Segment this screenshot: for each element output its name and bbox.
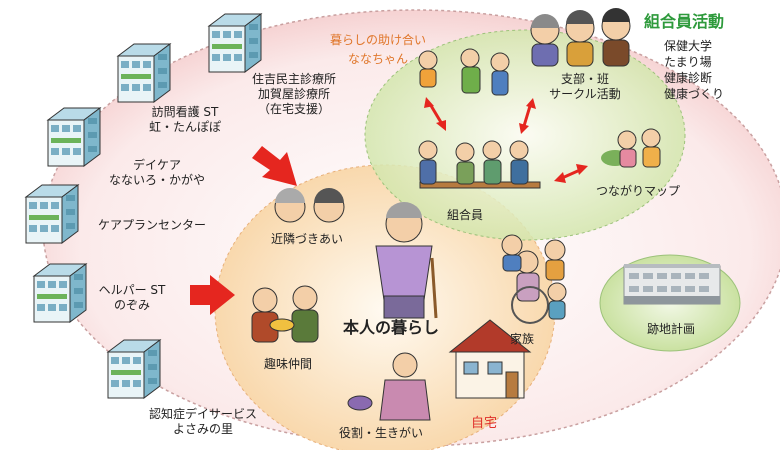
building-careplan-icon: [25, 184, 79, 244]
sumiyoshi-line3: （在宅支援）: [257, 102, 330, 116]
houmon-label: 訪問看護 ST 虹・たんぽぽ: [130, 105, 240, 135]
building-daycare-icon: [47, 107, 101, 167]
houmon-line2: 虹・たんぽぽ: [148, 120, 221, 134]
helpers-line1: 暮らしの助け合い: [329, 33, 426, 47]
double-arrow-helpers-icon: [424, 97, 446, 131]
building-ninchisho-icon: [107, 339, 161, 399]
kumiai-item-2: たまり場: [664, 55, 712, 69]
nanachan-helpers-illustration: [418, 48, 510, 96]
kumiai-item-1: 保健大学: [664, 39, 713, 53]
building-helper-icon: [33, 263, 87, 323]
building-sumiyoshi-icon: [208, 13, 262, 73]
daycare-line2: なないろ・かがや: [108, 173, 205, 187]
sumiyoshi-line1: 住吉民主診療所: [251, 72, 336, 86]
careplan-label: ケアプランセンター: [98, 218, 207, 232]
double-arrow-shibu-icon: [519, 98, 536, 134]
shibu-line1: 支部・班: [560, 72, 609, 86]
kumiai-item-4: 健康づくり: [664, 87, 725, 101]
helpers-label: 暮らしの助け合い ななちゃん: [318, 33, 438, 67]
hobby-friends-illustration: [251, 285, 319, 343]
shumi-label: 趣味仲間: [264, 357, 313, 371]
kumiai-leaders-illustration: [530, 8, 631, 67]
double-arrow-tsunagari-icon: [554, 164, 588, 183]
ninchisho-label: 認知症デイサービス よさみの里: [138, 407, 268, 437]
kumiai-title: 組合員活動: [644, 12, 725, 31]
kazoku-label: 家族: [510, 332, 535, 346]
member-label: 組合員: [447, 208, 484, 222]
houmon-line1: 訪問看護 ST: [151, 105, 219, 119]
shibu-line2: サークル活動: [549, 87, 621, 101]
daycare-label: デイケア なないろ・かがや: [102, 158, 212, 188]
knitting-person-illustration: [347, 352, 431, 421]
jitaku-label: 自宅: [471, 416, 498, 431]
helper-label: ヘルパー ST のぞみ: [92, 283, 172, 313]
yakuwari-label: 役割・生きがい: [339, 426, 424, 440]
protagonist-illustration: [375, 202, 438, 319]
helpers-line2: ななちゃん: [347, 52, 408, 66]
tsunagari-map-illustration: [601, 128, 661, 168]
center-label: 本人の暮らし: [343, 318, 440, 337]
kumiai-item-3: 健康診断: [664, 71, 713, 85]
ninchisho-line1: 認知症デイサービス: [148, 407, 257, 421]
helper-line2: のぞみ: [113, 298, 150, 312]
sumiyoshi-label: 住吉民主診療所 加賀屋診療所 （在宅支援）: [229, 72, 359, 117]
helper-line1: ヘルパー ST: [98, 283, 166, 297]
daycare-line1: デイケア: [132, 158, 181, 172]
family-illustration: [501, 234, 567, 324]
atochi-label: 跡地計画: [647, 322, 696, 336]
shibu-label: 支部・班 サークル活動: [530, 72, 640, 102]
arrow-helper-to-life-icon: [190, 275, 235, 315]
tsunagari-label: つながりマップ: [596, 184, 681, 198]
sumiyoshi-line2: 加賀屋診療所: [257, 87, 330, 101]
house-illustration: [448, 319, 532, 399]
atochi-building-photo: [623, 264, 721, 305]
kumiai-items: 保健大学 たまり場 健康診断 健康づくり: [664, 38, 724, 102]
kinrin-label: 近隣づきあい: [271, 232, 344, 246]
building-houmon-icon: [117, 43, 171, 103]
ninchisho-line2: よさみの里: [172, 422, 233, 436]
kumiai-members-illustration: [418, 140, 541, 189]
arrow-clinic-to-life-icon: [252, 146, 297, 186]
neighbors-illustration: [274, 188, 345, 223]
